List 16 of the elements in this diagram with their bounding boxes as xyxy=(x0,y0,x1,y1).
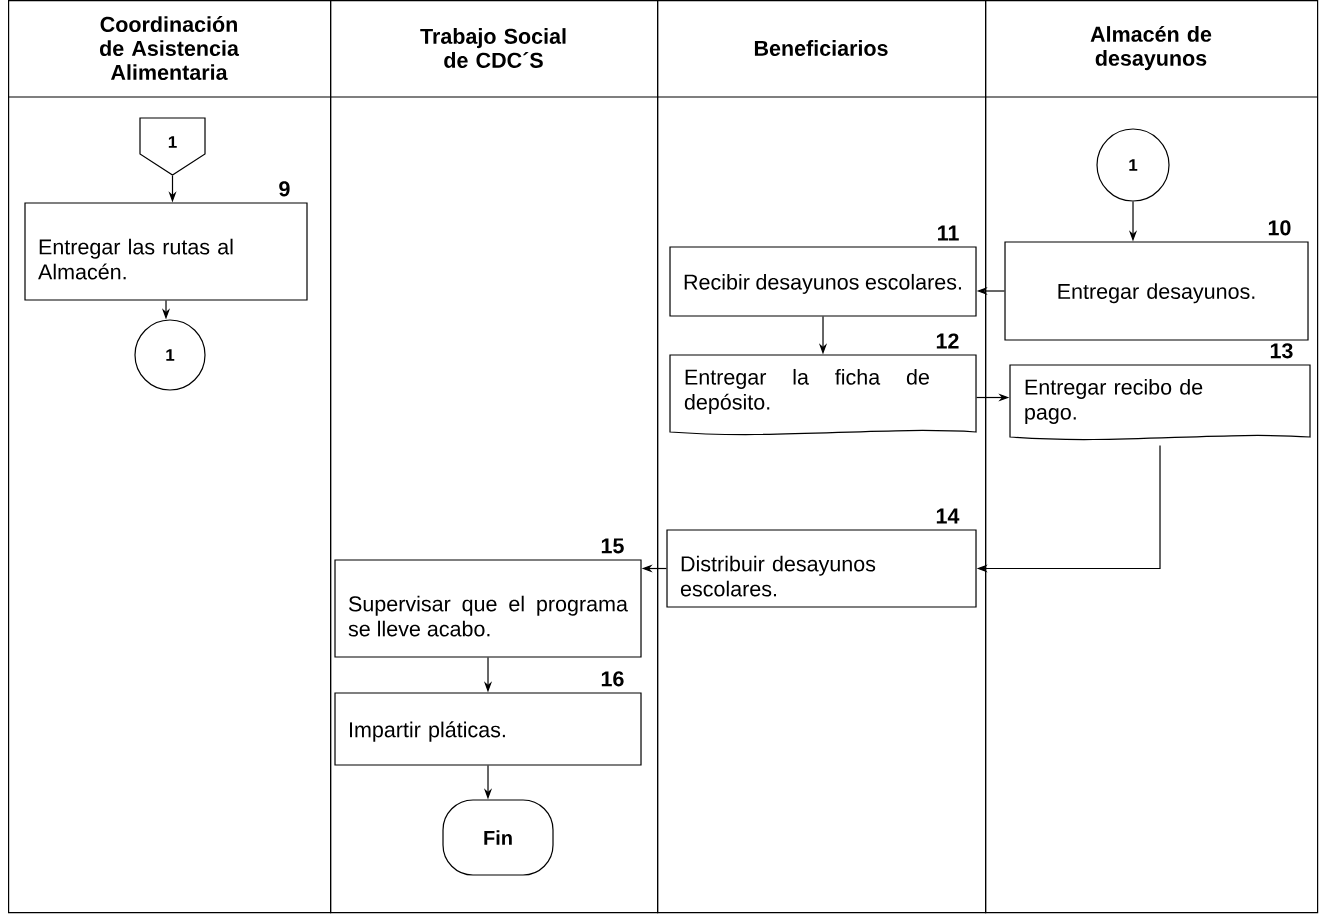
step-number: 16 xyxy=(601,671,624,687)
process-box: Distribuir desayunos escolares. xyxy=(666,529,977,608)
step-number: 10 xyxy=(1268,220,1291,236)
process-box: Supervisar que el programa se lleve acabo. xyxy=(334,559,642,658)
step-number: 13 xyxy=(1270,343,1293,359)
terminator: Fin xyxy=(442,799,554,876)
step-number: 14 xyxy=(936,508,960,524)
off-page-connector: 1 xyxy=(139,117,206,176)
step-number: 11 xyxy=(938,225,959,241)
process-box: Recibir desayunos escolares. xyxy=(669,246,977,317)
step-number: 12 xyxy=(936,333,959,349)
step-number: 15 xyxy=(601,538,624,554)
process-box: Impartir pláticas. xyxy=(334,692,642,766)
step-number: 9 xyxy=(279,181,290,197)
process-box: Entregar las rutas al Almacén. xyxy=(24,202,308,301)
process-box: Entregar desayunos. xyxy=(1004,241,1309,341)
